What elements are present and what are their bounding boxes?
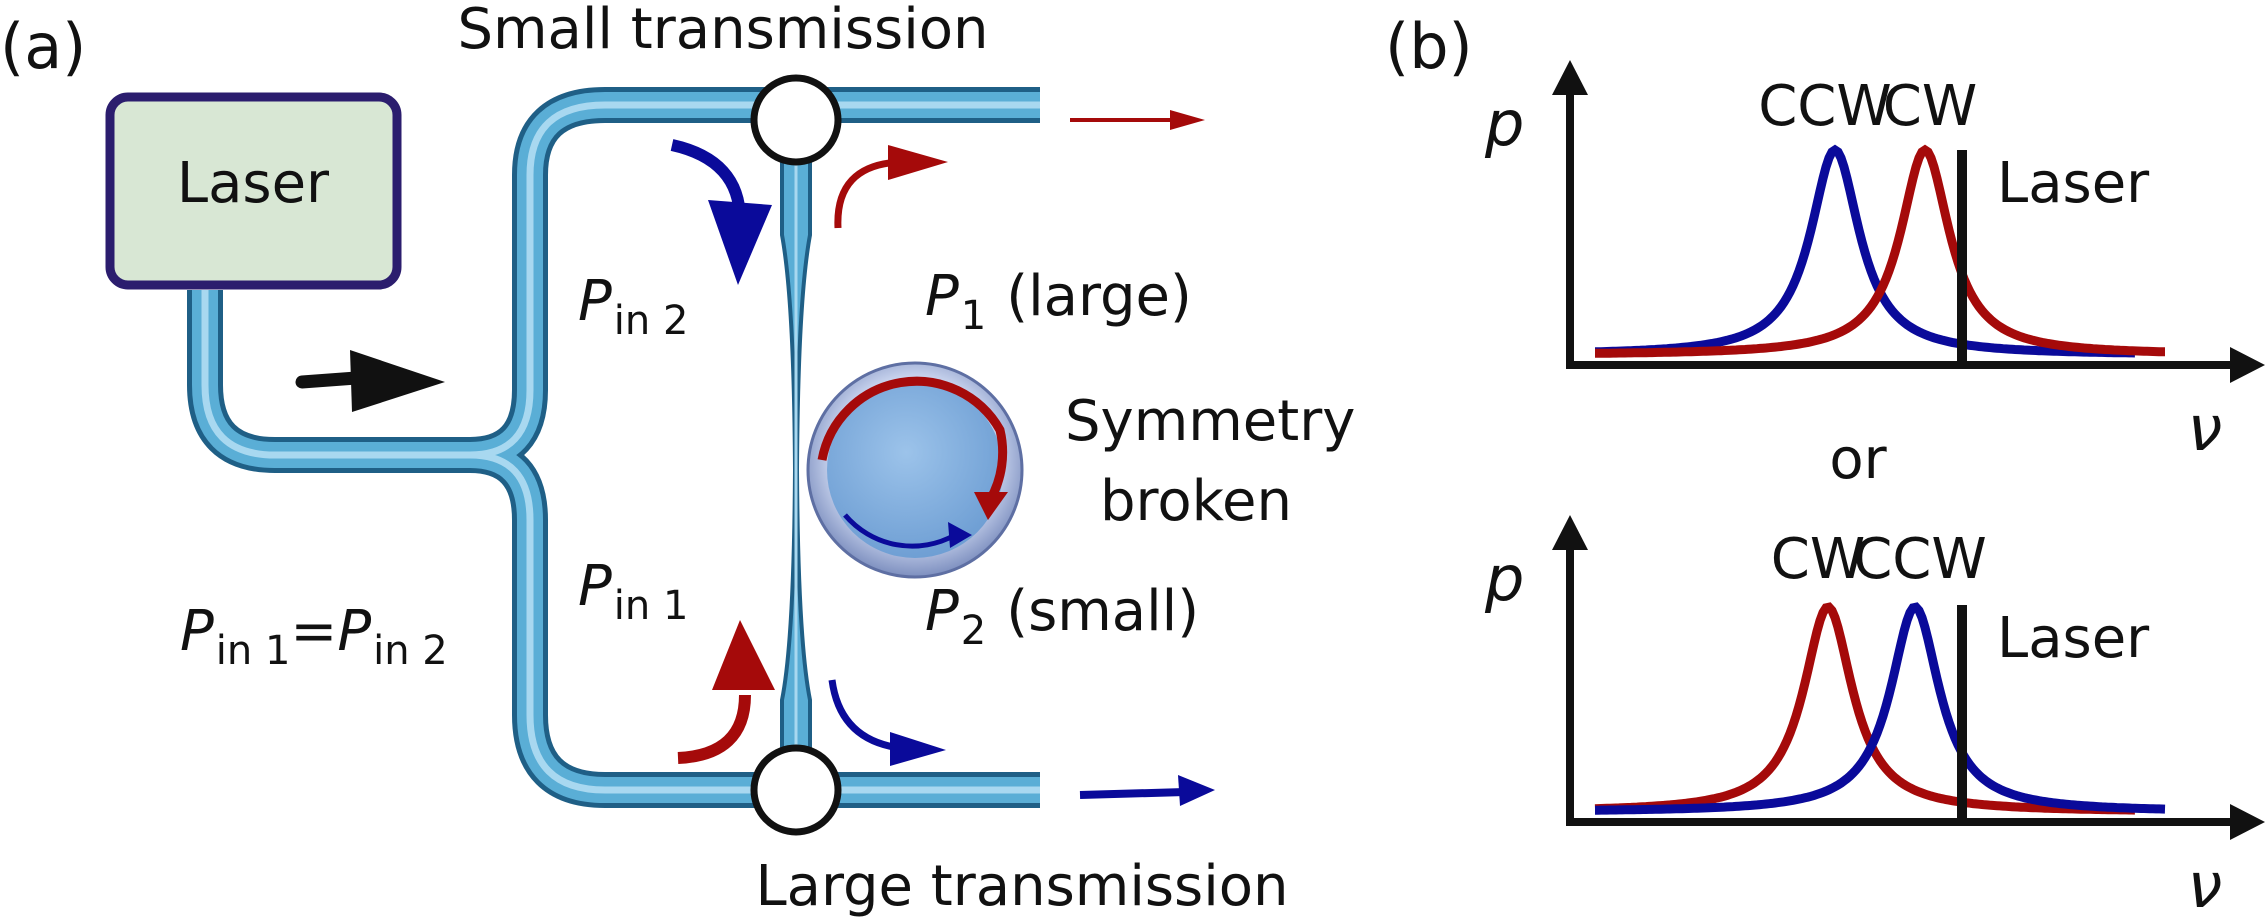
- ccw-mode-arrow-icon: [843, 513, 957, 549]
- right-resonance-curve: [1595, 144, 2165, 358]
- bottom-coupler: [750, 744, 842, 836]
- input-equality-label: Pin 1=Pin 2: [180, 599, 448, 674]
- y-axis-label: p: [1484, 87, 1524, 160]
- right-peak-label: CCW: [1853, 527, 1987, 592]
- microresonator: [806, 361, 1024, 579]
- bottom-port-label: Large transmission: [755, 854, 1288, 919]
- y-axis-arrow-icon: [1552, 60, 1588, 95]
- x-axis-label: ν: [2188, 392, 2223, 465]
- blue-curved-arrow-top-icon: [670, 139, 772, 285]
- right-resonance-curve: [1595, 602, 2166, 815]
- left-peak-label: CW: [1771, 527, 1865, 592]
- red-curved-arrow-bottom-icon: [677, 620, 775, 764]
- left-resonance-curve: [1595, 144, 2136, 358]
- red-output-arrow-icon: [1070, 110, 1205, 130]
- p1-label: P1(large): [925, 264, 1192, 339]
- x-axis-arrow-icon: [2230, 347, 2265, 383]
- laser-line-label: Laser: [1997, 606, 2150, 671]
- symmetry-label-line1: Symmetry: [1065, 389, 1355, 454]
- separator-or-label: or: [1829, 427, 1887, 492]
- laser-line-label: Laser: [1997, 151, 2150, 216]
- panel-a-label: (a): [0, 10, 86, 83]
- laser-box: [105, 92, 402, 290]
- left-peak-label: CCW: [1758, 74, 1892, 139]
- p2-label: P2(small): [925, 579, 1199, 654]
- laser-box-label: Laser: [177, 151, 330, 216]
- cw-mode-arrow-icon: [817, 376, 1008, 503]
- top-port-label: Small transmission: [457, 0, 988, 62]
- symmetry-label-line2: broken: [1100, 469, 1292, 534]
- right-peak-label: CW: [1883, 74, 1977, 139]
- y-axis-label: p: [1484, 542, 1524, 615]
- input-arrow-icon: [295, 350, 445, 412]
- pin1-label: Pin 1: [578, 554, 688, 629]
- blue-output-arrow-icon: [1079, 775, 1215, 806]
- left-resonance-curve: [1594, 602, 2136, 815]
- x-axis-arrow-icon: [2230, 804, 2265, 840]
- blue-curved-arrow-bottom-icon: [828, 679, 946, 766]
- y-axis-arrow-icon: [1552, 515, 1588, 550]
- tapered-fiber: [780, 128, 812, 772]
- red-curved-arrow-top-icon: [834, 145, 948, 229]
- top-coupler: [750, 74, 842, 166]
- x-axis-label: ν: [2188, 849, 2223, 920]
- pin2-label: Pin 2: [578, 269, 688, 344]
- panel-b-label: (b): [1385, 10, 1473, 83]
- waveguide-network: [187, 87, 1040, 808]
